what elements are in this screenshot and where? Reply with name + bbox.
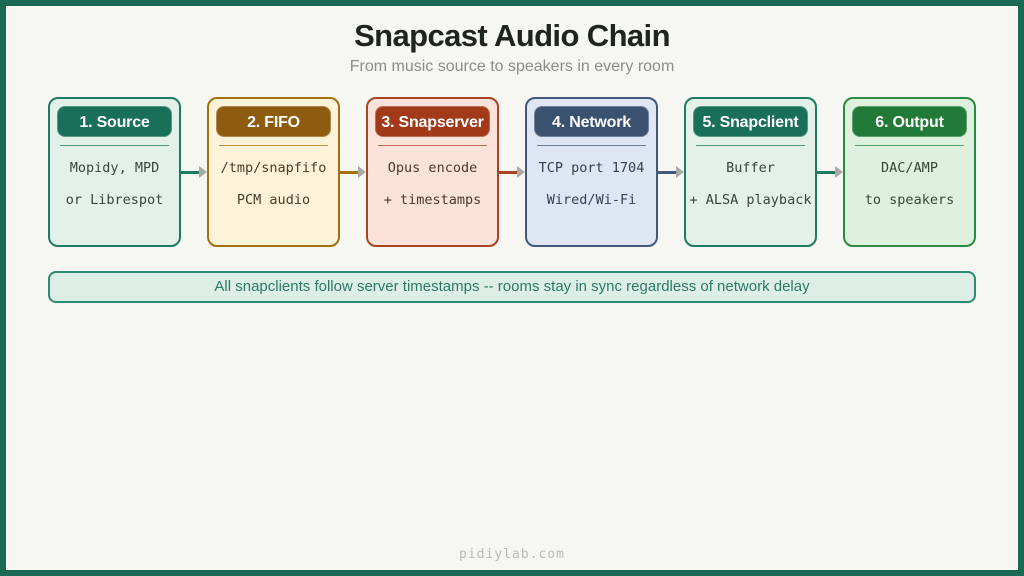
arrow-line [340, 171, 359, 174]
flow-arrow-icon [181, 97, 207, 247]
arrow-head [517, 166, 525, 178]
box-body: Opus encode + timestamps [368, 152, 497, 216]
sync-note-banner: All snapclients follow server timestamps… [48, 271, 976, 303]
box-body: /tmp/snapfifo PCM audio [209, 152, 338, 216]
box-body: TCP port 1704 Wired/Wi-Fi [527, 152, 656, 216]
arrow-line [181, 171, 200, 174]
flow-arrow-icon [499, 97, 525, 247]
arrow-head [358, 166, 366, 178]
box-header-fifo: 2. FIFO [216, 106, 331, 137]
box-header-source: 1. Source [57, 106, 172, 137]
chain-box-snapserver: 3. Snapserver Opus encode + timestamps [366, 97, 499, 247]
arrow-head [199, 166, 207, 178]
box-divider [219, 145, 328, 146]
box-line: + timestamps [383, 192, 482, 208]
box-line: or Librespot [65, 192, 164, 208]
page-subtitle: From music source to speakers in every r… [349, 58, 675, 75]
box-divider [696, 145, 805, 146]
audio-chain-diagram: 1. Source Mopidy, MPD or Librespot 2. FI… [48, 97, 976, 247]
box-divider [60, 145, 169, 146]
arrow-line [817, 171, 836, 174]
box-line: Buffer [726, 160, 775, 176]
arrow-head [835, 166, 843, 178]
box-divider [537, 145, 646, 146]
flow-arrow-icon [658, 97, 684, 247]
box-line: Mopidy, MPD [69, 160, 160, 176]
box-body: Buffer + ALSA playback [686, 152, 815, 216]
watermark: pidiylab.com [459, 547, 565, 562]
flow-arrow-icon [817, 97, 843, 247]
box-line: + ALSA playback [689, 192, 812, 208]
box-line: Opus encode [387, 160, 478, 176]
arrow-line [658, 171, 677, 174]
box-line: DAC/AMP [881, 160, 938, 176]
box-divider [855, 145, 964, 146]
box-header-snapserver: 3. Snapserver [375, 106, 490, 137]
box-divider [378, 145, 487, 146]
box-line: Wired/Wi-Fi [546, 192, 637, 208]
box-line: PCM audio [236, 192, 311, 208]
page-title: Snapcast Audio Chain [354, 18, 670, 53]
chain-box-snapclient: 5. Snapclient Buffer + ALSA playback [684, 97, 817, 247]
box-line: to speakers [864, 192, 955, 208]
box-body: Mopidy, MPD or Librespot [50, 152, 179, 216]
box-header-output: 6. Output [852, 106, 967, 137]
box-header-network: 4. Network [534, 106, 649, 137]
box-body: DAC/AMP to speakers [845, 152, 974, 216]
arrow-line [499, 171, 518, 174]
box-header-snapclient: 5. Snapclient [693, 106, 808, 137]
chain-box-network: 4. Network TCP port 1704 Wired/Wi-Fi [525, 97, 658, 247]
chain-box-output: 6. Output DAC/AMP to speakers [843, 97, 976, 247]
box-line: TCP port 1704 [538, 160, 645, 176]
arrow-head [676, 166, 684, 178]
chain-box-source: 1. Source Mopidy, MPD or Librespot [48, 97, 181, 247]
flow-arrow-icon [340, 97, 366, 247]
box-line: /tmp/snapfifo [220, 160, 327, 176]
chain-box-fifo: 2. FIFO /tmp/snapfifo PCM audio [207, 97, 340, 247]
